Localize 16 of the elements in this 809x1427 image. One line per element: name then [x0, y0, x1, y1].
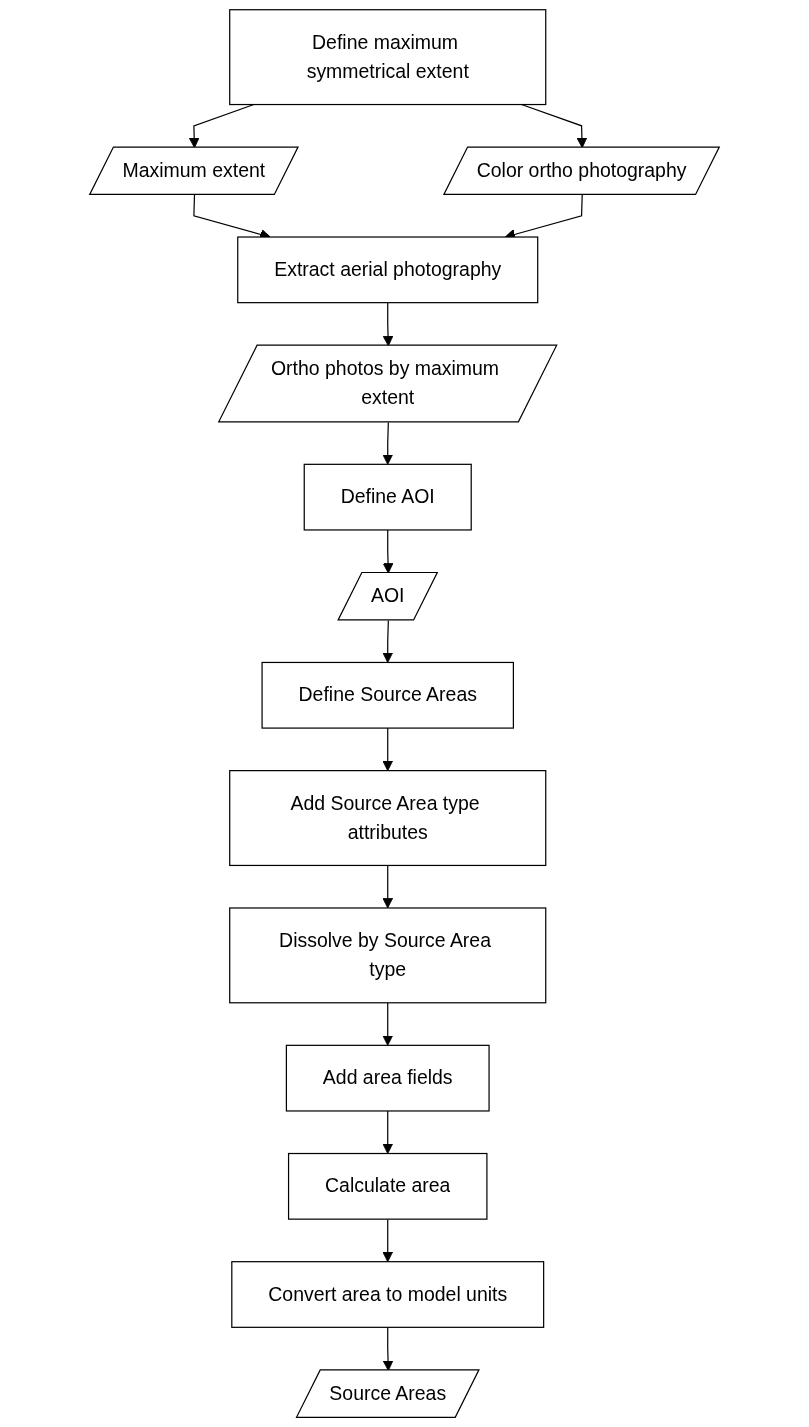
- node-box: Extract aerial photography: [237, 236, 539, 304]
- node-box: Define AOI: [303, 463, 472, 531]
- node-box: Add area fields: [285, 1044, 490, 1112]
- arrow: [382, 619, 394, 663]
- arrow: [382, 727, 394, 772]
- arrow: [382, 1218, 394, 1263]
- arrow: [382, 1002, 394, 1046]
- node-box: Convert area to model units: [231, 1261, 545, 1328]
- node-box: Calculate area: [287, 1152, 488, 1220]
- node-box: Add Source Area type attributes: [229, 770, 547, 867]
- node-box: Define Source Areas: [261, 661, 514, 729]
- arrow: [382, 421, 394, 465]
- arrow: [382, 1110, 394, 1154]
- arrow: [382, 864, 394, 909]
- node-box: Dissolve by Source Area type: [229, 907, 547, 1004]
- node-box: Define maximum symmetrical extent: [229, 9, 547, 106]
